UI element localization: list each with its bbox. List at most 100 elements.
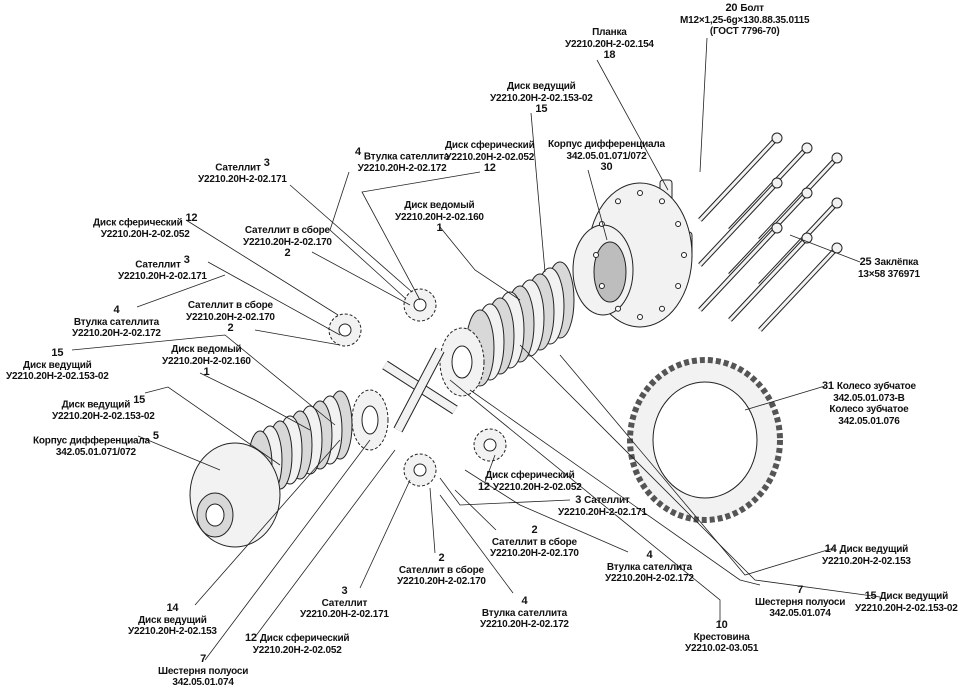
part-name: Сателлит в сборе bbox=[187, 300, 273, 311]
part-code: У2210.20Н-2-02.172 bbox=[357, 162, 447, 174]
leader-line bbox=[439, 477, 571, 506]
callout-number: 12 bbox=[483, 162, 496, 174]
callout-number: 1 bbox=[203, 366, 210, 378]
side-gear-bore bbox=[361, 405, 379, 435]
callout-number: 31 bbox=[822, 380, 834, 392]
leader-line bbox=[204, 439, 371, 661]
bolt-shaft-fill bbox=[758, 248, 837, 332]
part-name: Диск сферический bbox=[485, 470, 575, 481]
flange-hole bbox=[615, 198, 621, 205]
part-code: У2210.20Н-2-02.153 bbox=[128, 626, 217, 637]
part-code: M12×1,25-6g×130.88.35.0115 bbox=[680, 14, 810, 26]
callout-number: 4 bbox=[646, 549, 653, 561]
part-name: Диск ведущий bbox=[839, 544, 909, 555]
satellite-bore bbox=[483, 438, 497, 452]
bolt-head bbox=[771, 222, 783, 234]
part-code: У2210.20Н-2-02.171 bbox=[198, 173, 287, 185]
leader-line bbox=[744, 385, 826, 411]
part-code: 13×58 376971 bbox=[858, 268, 920, 280]
leader-line bbox=[439, 226, 521, 301]
part-name: Сателлит bbox=[135, 259, 181, 271]
leader-line bbox=[789, 234, 861, 263]
leader-line bbox=[254, 329, 341, 346]
callout-number: 30 bbox=[600, 161, 613, 173]
bolt-head bbox=[801, 187, 813, 199]
side-gear-bore bbox=[451, 345, 473, 379]
part-name: Сателлит в сборе bbox=[244, 225, 330, 236]
part-name: Сателлит bbox=[584, 495, 630, 506]
callout-number: 3 bbox=[341, 585, 348, 597]
part-code: У2210.20Н-2-02.052 bbox=[445, 151, 535, 163]
callout-number: 4 bbox=[113, 304, 120, 316]
leader-line bbox=[530, 112, 546, 273]
bolt-head bbox=[831, 197, 843, 209]
callout-number: 7 bbox=[200, 653, 207, 665]
callout-number: 4 bbox=[521, 595, 528, 607]
callout-number: 15 bbox=[535, 103, 548, 115]
leader-line bbox=[144, 386, 281, 466]
part-code: Колесо зубчатое bbox=[829, 404, 909, 415]
leader-line bbox=[194, 439, 341, 606]
part-code: У2210.20Н-2-02.160 bbox=[162, 355, 251, 367]
flange-hole bbox=[598, 283, 605, 289]
part-name: Заклёпка bbox=[874, 257, 919, 268]
part-name: Шестерня полуоси bbox=[158, 665, 249, 677]
part-name: Диск ведомый bbox=[171, 344, 242, 355]
bolt-head bbox=[831, 152, 843, 164]
leader-line bbox=[519, 344, 881, 598]
callout-number: 2 bbox=[438, 552, 445, 564]
part-name: Болт bbox=[740, 3, 764, 14]
leader-line bbox=[559, 354, 835, 576]
housing-bore bbox=[593, 241, 627, 303]
leader-line bbox=[587, 169, 608, 241]
part-name: Диск сферический bbox=[93, 217, 183, 229]
part-code: У2210.20Н-2-02.171 bbox=[558, 506, 647, 518]
part-name: Диск ведущий bbox=[23, 359, 92, 371]
leader-line bbox=[254, 449, 396, 638]
part-name: Втулка сателлита bbox=[481, 607, 567, 619]
part-code: 342.05.01.071/072 bbox=[566, 150, 647, 162]
callout-number: 2 bbox=[531, 524, 538, 536]
callout-number: 15 bbox=[133, 394, 146, 406]
part-code: 342.05.01.073-В bbox=[833, 392, 905, 404]
part-code: У2210.20Н-2-02.052 bbox=[252, 644, 342, 656]
leader-line bbox=[484, 454, 496, 483]
leader-line bbox=[71, 334, 336, 426]
leader-line bbox=[311, 251, 411, 306]
leader-line bbox=[449, 379, 721, 622]
part-code: У2210.20Н-2-02.052 bbox=[100, 228, 190, 240]
part-name: Корпус дифференциала bbox=[33, 435, 150, 447]
housing-hub-bore bbox=[205, 503, 225, 527]
leader-line bbox=[199, 372, 311, 431]
part-name: Сателлит bbox=[215, 162, 261, 174]
part-name: Диск сферический bbox=[445, 140, 535, 151]
leader-line bbox=[361, 171, 481, 301]
flange-hole bbox=[659, 305, 665, 312]
part-name: Сателлит bbox=[321, 597, 368, 609]
leader-line bbox=[136, 274, 226, 308]
part-code: У2210.20Н-2-02.170 bbox=[243, 236, 332, 248]
callout-number: 3 bbox=[575, 494, 582, 506]
bolt-head bbox=[771, 177, 783, 189]
bolt-shaft-fill bbox=[698, 138, 777, 222]
part-code: У2210.20Н-2-02.172 bbox=[72, 328, 161, 339]
callout-number: 12 bbox=[245, 632, 257, 644]
flange-hole bbox=[637, 190, 643, 196]
part-code: У2210.20Н-2-02.171 bbox=[118, 270, 207, 282]
flange-hole bbox=[659, 198, 665, 205]
